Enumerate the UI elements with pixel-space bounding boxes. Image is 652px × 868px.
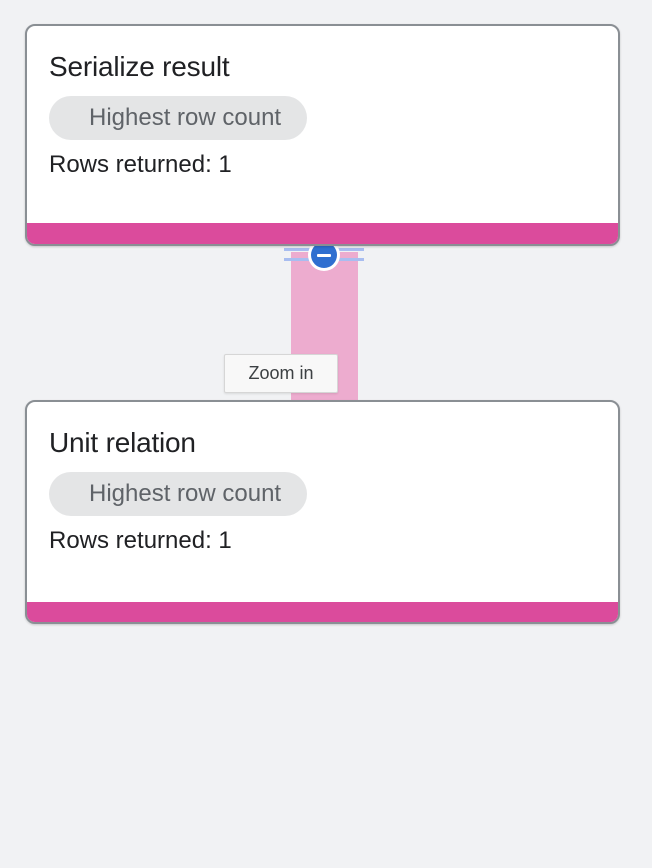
plan-node-content: Unit relation Highest row count Rows ret… [27,402,618,558]
plan-node-rows-returned: Rows returned: 1 [49,527,232,554]
plan-node-content: Serialize result Highest row count Rows … [27,26,618,182]
plan-node-title: Unit relation [49,427,196,458]
plan-node-accent-bar [27,602,618,622]
plan-node-card[interactable]: Serialize result Highest row count Rows … [25,24,620,246]
plan-node-title: Serialize result [49,51,230,82]
minus-glyph [317,253,331,257]
plan-node-accent-bar [27,223,618,244]
plan-node-rows-returned: Rows returned: 1 [49,151,232,178]
plan-node-badge: Highest row count [49,472,308,516]
minus-circle-icon[interactable] [311,242,337,268]
plan-node-badge: Highest row count [49,96,308,140]
zoom-in-tooltip: Zoom in [224,354,338,393]
plan-node-card[interactable]: Unit relation Highest row count Rows ret… [25,400,620,624]
edge-collapse-handle[interactable] [284,238,364,272]
